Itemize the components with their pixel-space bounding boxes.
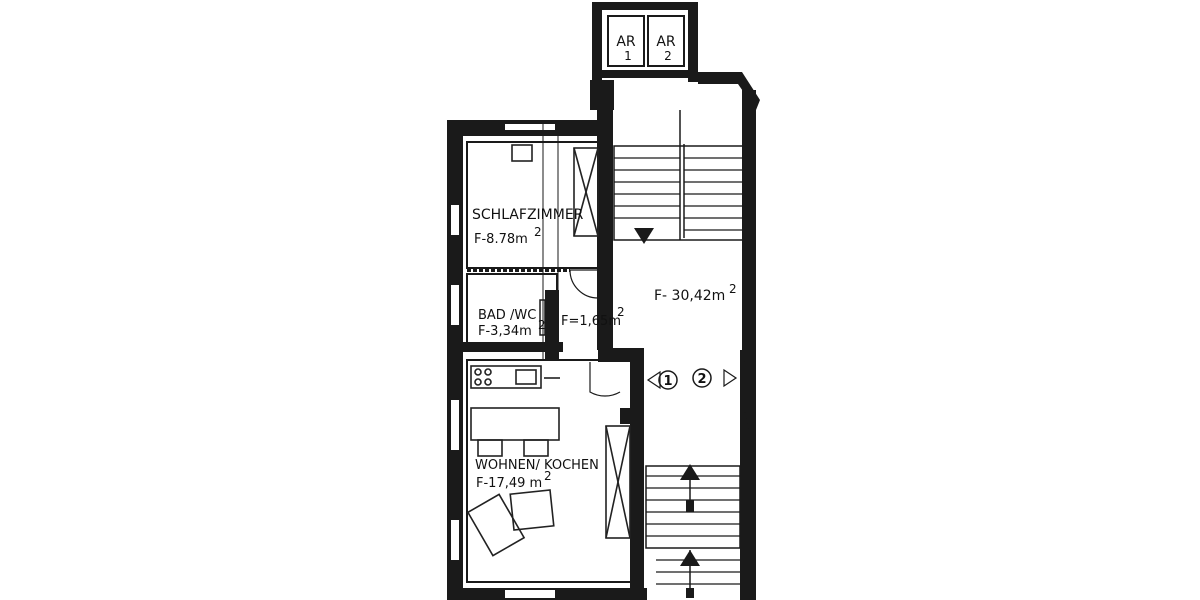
kitchen-furniture bbox=[466, 365, 631, 557]
bad-area: F-3,34m bbox=[478, 324, 532, 339]
doors bbox=[569, 269, 621, 397]
wohnen-area: F-17,49 m bbox=[476, 476, 542, 491]
room-bad-label: BAD /WC F-3,34m 2 bbox=[478, 308, 546, 339]
room-treppenhaus-label: F- 30,42m 2 bbox=[654, 282, 737, 304]
stair-up-arrow bbox=[680, 464, 700, 480]
flur-area: F=1,65m bbox=[561, 314, 621, 329]
flur-area-sup: 2 bbox=[617, 305, 625, 319]
storage-2-top: AR bbox=[656, 34, 676, 50]
schlafzimmer-area: F-8.78m bbox=[474, 232, 528, 247]
exterior-walls bbox=[447, 2, 760, 600]
storage-2-label: AR 2 bbox=[656, 34, 676, 63]
bedroom-furniture bbox=[511, 144, 599, 237]
unit-marker-1: 1 bbox=[663, 374, 672, 389]
stair-down-arrow bbox=[634, 228, 654, 244]
storage-rooms: AR 1 AR 2 bbox=[607, 15, 685, 67]
bad-name: BAD /WC bbox=[478, 308, 536, 323]
storage-2-number: 2 bbox=[664, 49, 672, 63]
wohnen-name: WOHNEN/ KOCHEN bbox=[475, 458, 599, 473]
interior-walls bbox=[463, 120, 644, 583]
schlafzimmer-area-sup: 2 bbox=[534, 225, 542, 239]
storage-1-number: 1 bbox=[624, 49, 632, 63]
stairs-lower bbox=[645, 464, 741, 598]
treppenhaus-area-sup: 2 bbox=[729, 282, 737, 296]
wohnen-area-sup: 2 bbox=[544, 469, 552, 483]
storage-1-top: AR bbox=[616, 34, 636, 50]
bad-area-sup: 2 bbox=[538, 318, 546, 332]
unit-markers: 1 2 bbox=[646, 361, 756, 461]
room-flur-label: F=1,65m 2 bbox=[561, 305, 625, 329]
stair-up-arrow-2 bbox=[680, 550, 700, 566]
room-wohnen-label: WOHNEN/ KOCHEN F-17,49 m 2 bbox=[475, 458, 599, 491]
schlafzimmer-name: SCHLAFZIMMER bbox=[472, 207, 584, 223]
stairs-upper bbox=[613, 110, 745, 244]
unit-marker-2: 2 bbox=[697, 372, 706, 387]
storage-1-label: AR 1 bbox=[616, 34, 636, 63]
room-schlafzimmer-label: SCHLAFZIMMER F-8.78m 2 bbox=[472, 207, 584, 247]
treppenhaus-area: F- 30,42m bbox=[654, 288, 725, 304]
